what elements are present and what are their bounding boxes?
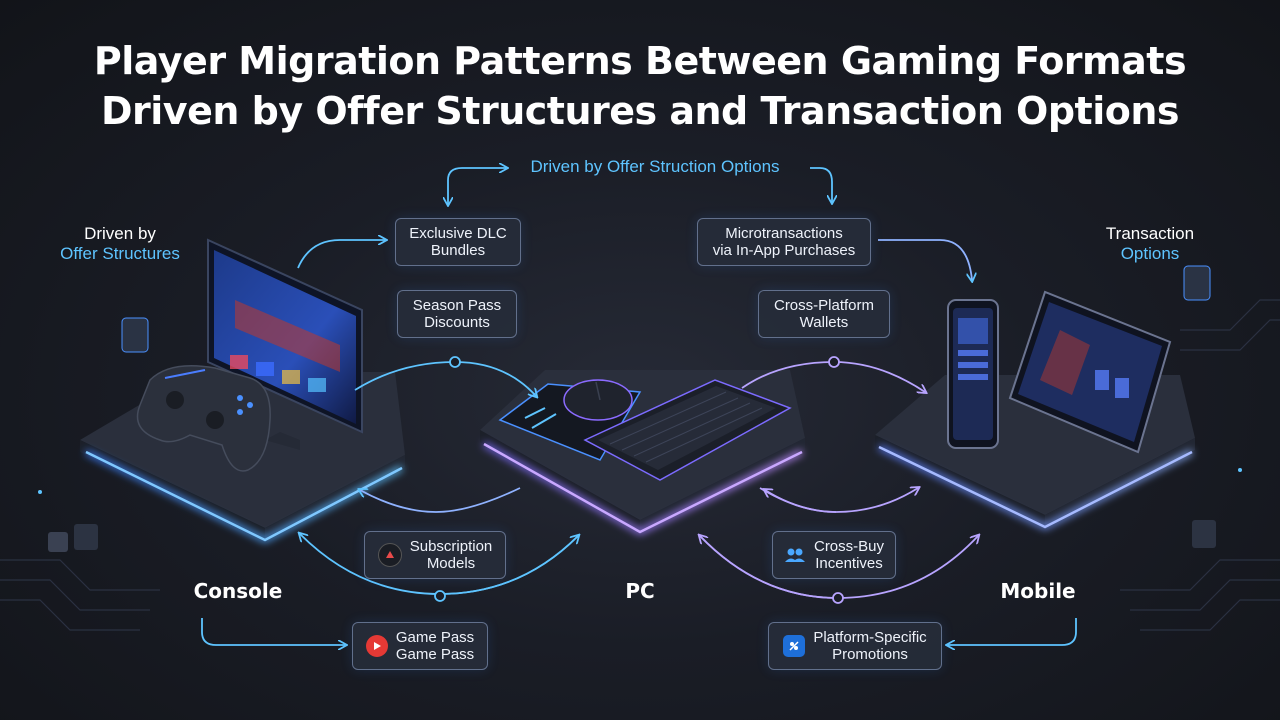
top-center-label: Driven by Offer Struction Options: [530, 157, 780, 176]
background-chips: [38, 265, 1242, 552]
circuit-traces: [0, 299, 1280, 631]
connector-arrows: [201, 168, 1077, 645]
microtransactions-line-2: via In-App Purchases: [712, 242, 856, 259]
season-pass-line-2: Discounts: [424, 314, 490, 331]
platform-specific-line-2: Promotions: [832, 646, 908, 663]
diagram-title: Player Migration Patterns Between Gaming…: [0, 36, 1280, 136]
right-side-label: Transaction Options: [1075, 224, 1225, 264]
subscription-line-2: Models: [426, 555, 476, 572]
subscription-line-1: Subscription: [409, 538, 493, 555]
exclusive-dlc-line-1: Exclusive DLC: [409, 225, 507, 242]
keyboard-device: [583, 379, 792, 481]
game-pass-line-1: Game Pass: [395, 629, 475, 646]
console-label: Console: [193, 579, 283, 603]
monitor-device: [207, 238, 363, 450]
left-label-line-2: Offer Structures: [60, 244, 180, 263]
right-label-line-2: Options: [1120, 244, 1180, 263]
promo-icon: [783, 635, 806, 657]
cross-platform-line-2: Wallets: [799, 314, 849, 331]
mobile-label: Mobile: [1000, 579, 1076, 603]
microtransactions-line-1: Microtransactions: [725, 225, 843, 242]
cross-platform-line-1: Cross-Platform: [773, 297, 874, 314]
game-pass-line-2: Game Pass: [395, 646, 475, 663]
tablet-device: [1008, 290, 1172, 454]
platform-specific-line-1: Platform-Specific: [813, 629, 927, 646]
season-pass-line-1: Season Pass: [412, 297, 502, 314]
title-line-1: Player Migration Patterns Between Gaming…: [93, 39, 1187, 83]
play-icon: [365, 635, 388, 657]
users-icon: [784, 544, 806, 566]
phone-device: [947, 299, 999, 449]
cross-buy-line-1: Cross-Buy: [813, 538, 884, 555]
left-label-line-1: Driven by: [84, 224, 156, 243]
subscription-icon: [377, 543, 402, 567]
controller-device: [136, 365, 271, 472]
cross-buy-line-2: Incentives: [815, 555, 883, 572]
exclusive-dlc-line-2: Bundles: [430, 242, 486, 259]
pc-label: PC: [625, 579, 655, 603]
mouse-device: [563, 379, 633, 421]
left-side-label: Driven by Offer Structures: [40, 224, 200, 264]
title-line-2: Driven by Offer Structures and Transacti…: [100, 89, 1180, 133]
right-label-line-1: Transaction: [1105, 224, 1195, 243]
